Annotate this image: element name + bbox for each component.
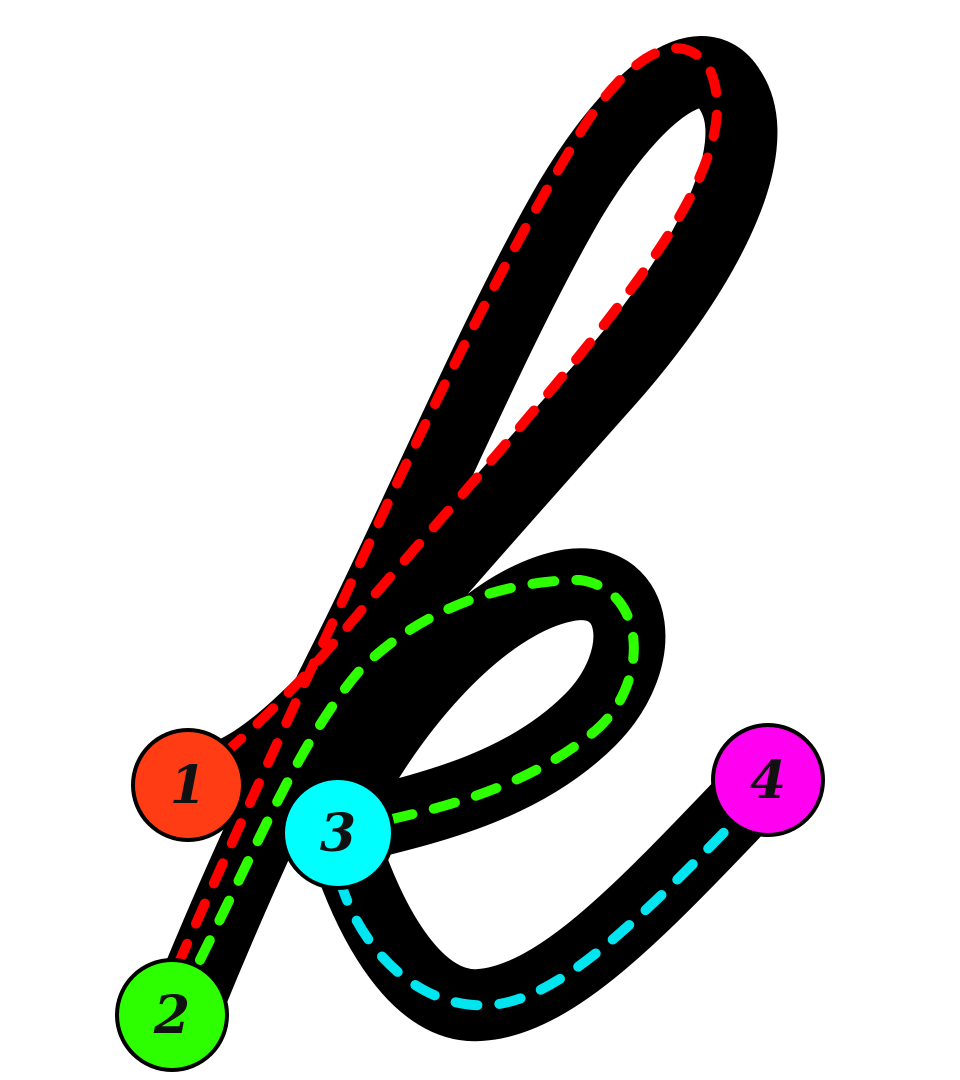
marker-4-label: 4 [750,750,786,811]
marker-2-label: 2 [153,985,190,1046]
marker-1-circle [131,728,245,842]
marker-2: 2 [115,958,229,1072]
stroke-2-guide [195,574,639,965]
lower-loop [294,548,801,1042]
marker-4: 4 [711,723,825,837]
marker-1-label: 1 [170,755,206,816]
marker-4-circle [711,723,825,837]
marker-3: 3 [281,776,395,890]
marker-3-label: 3 [320,803,356,864]
stroke-1-guide [175,43,723,965]
stroke-3-guide [335,785,770,1011]
marker-1: 1 [131,728,245,842]
ascender-loop [149,36,778,1046]
marker-2-circle [115,958,229,1072]
marker-3-circle [281,776,395,890]
letter-outline [149,36,801,1046]
